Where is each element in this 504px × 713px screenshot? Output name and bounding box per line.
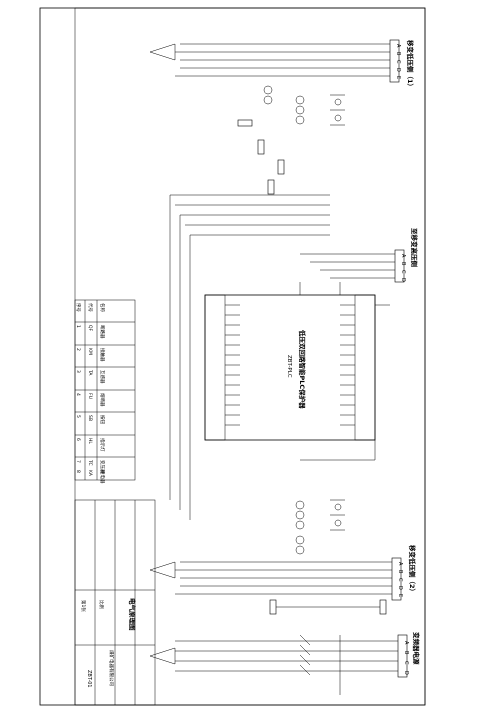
table-row: 7 TC 变压器: [75, 459, 106, 474]
table-cell: TC: [87, 459, 93, 466]
terminal-ticks-left: [225, 304, 240, 426]
section-title: 变频器电源: [412, 632, 421, 665]
section-title: 移变低压侧（2）: [408, 545, 417, 595]
section-title: 至移变高压侧: [410, 228, 419, 268]
connector-strip-middle: A B C D: [394, 249, 406, 283]
connector-label: D: [395, 68, 401, 72]
table-row: 2 KM 接触器: [75, 348, 106, 362]
table-row: 1 QF 断路器: [75, 325, 106, 339]
table-cell: 1: [75, 325, 81, 328]
table-row: 8 KA 继电器: [75, 470, 106, 484]
section-transformer-high: A B C D 至移变高压侧: [300, 228, 419, 283]
wiring-top: [169, 194, 330, 520]
table-cell: KA: [87, 470, 93, 477]
switch-group-lower: [330, 499, 345, 531]
connector-strip-lower: A B C D E: [391, 557, 403, 601]
table-cell: 5: [75, 415, 81, 418]
title-block: 电气原理图 ZBT-01 煤矿电器有限公司 比例 第1张: [74, 499, 156, 706]
connector-label: B: [395, 52, 401, 56]
connector-label: E: [395, 76, 401, 79]
plc-protector: 低压双回路智能PLC保护器 ZBT-PLC: [204, 294, 376, 441]
table-cell: 2: [75, 348, 81, 351]
connector-strip-top: A B C D E: [389, 39, 401, 83]
table-cell: HL: [87, 438, 93, 444]
connector-label: A: [397, 562, 403, 566]
switch-group-top: [330, 94, 345, 126]
wiring-right: [299, 282, 390, 461]
table-cell: 接触器: [99, 348, 106, 362]
connector-label: C: [403, 661, 409, 665]
table-cell: 按钮: [99, 415, 106, 424]
table-cell: TA: [87, 369, 93, 376]
connector-label: A: [403, 641, 409, 645]
earth-symbol: [149, 647, 176, 665]
fuse-group-top: [237, 119, 285, 195]
section-transformer-low-2: A B C D E 移变低压侧（2）: [149, 499, 417, 615]
table-cell: 继电器: [99, 470, 106, 484]
protector-model: ZBT-PLC: [286, 355, 292, 378]
table-cell: 3: [75, 370, 81, 373]
connector-label: E: [397, 594, 403, 597]
connector-label: C: [397, 578, 403, 582]
table-row: 3 TA 互感器: [75, 369, 106, 384]
bus-lines-top: [175, 43, 390, 77]
drawing-name: 电气原理图: [128, 598, 137, 631]
scale-label: 比例: [98, 600, 105, 609]
table-cell: 4: [75, 393, 81, 396]
company-name: 煤矿电器有限公司: [108, 650, 115, 686]
table-cell: 互感器: [99, 370, 106, 384]
breaker-contacts: [299, 634, 341, 695]
section-transformer-low-1: A B C D E 移变低压侧（1）: [149, 39, 415, 195]
table-cell: QF: [87, 325, 93, 332]
table-row: 6 HL 指示灯: [75, 438, 106, 452]
current-transformers-top: [263, 85, 305, 125]
table-cell: 8: [75, 470, 81, 473]
table-cell: 熔断器: [99, 393, 106, 407]
connector-label: B: [403, 651, 409, 655]
table-cell: 断路器: [99, 325, 106, 339]
current-transformers-lower: [295, 500, 305, 555]
table-cell: SB: [87, 415, 93, 421]
table-cell: 指示灯: [99, 438, 106, 452]
component-table: 序号 代号 名称 1 QF 断路器 2 KM 接触器 3 TA 互感器 4 FU…: [74, 299, 136, 484]
connector-label: B: [397, 570, 403, 574]
section-title: 移变低压侧（1）: [406, 40, 415, 90]
table-cell: 7: [75, 460, 81, 463]
connector-label: D: [397, 586, 403, 590]
protector-title: 低压双回路智能PLC保护器: [298, 329, 307, 409]
earth-symbol: [149, 561, 176, 579]
sheet-label: 第1张: [80, 600, 87, 612]
connector-label: B: [400, 262, 406, 266]
table-header: 代号: [87, 303, 94, 312]
connector-label: D: [403, 671, 409, 675]
table-cell: 6: [75, 438, 81, 441]
connector-label: C: [395, 60, 401, 64]
connector-label: A: [400, 254, 406, 258]
connector-label: C: [400, 270, 406, 274]
table-row: 5 SB 按钮: [75, 415, 106, 424]
earth-symbol: [149, 43, 176, 61]
section-inverter-supply: A B C D 变频器电源: [149, 632, 421, 695]
table-cell: FU: [87, 393, 93, 399]
table-cell: KM: [87, 348, 93, 355]
connector-label: D: [400, 278, 406, 282]
lower-fuse-row: [269, 599, 387, 615]
table-header: 序号: [75, 303, 82, 312]
drawing-number: ZBT-01: [86, 670, 92, 688]
outer-border: [39, 7, 426, 706]
table-row: 4 FU 熔断器: [75, 393, 106, 407]
inner-border: [74, 7, 426, 706]
table-header: 名称: [99, 303, 106, 312]
connector-strip-bottom: A B C D: [397, 634, 409, 678]
table-cell: 变压器: [99, 460, 106, 474]
connector-label: A: [395, 44, 401, 48]
terminal-ticks-right: [340, 304, 355, 426]
